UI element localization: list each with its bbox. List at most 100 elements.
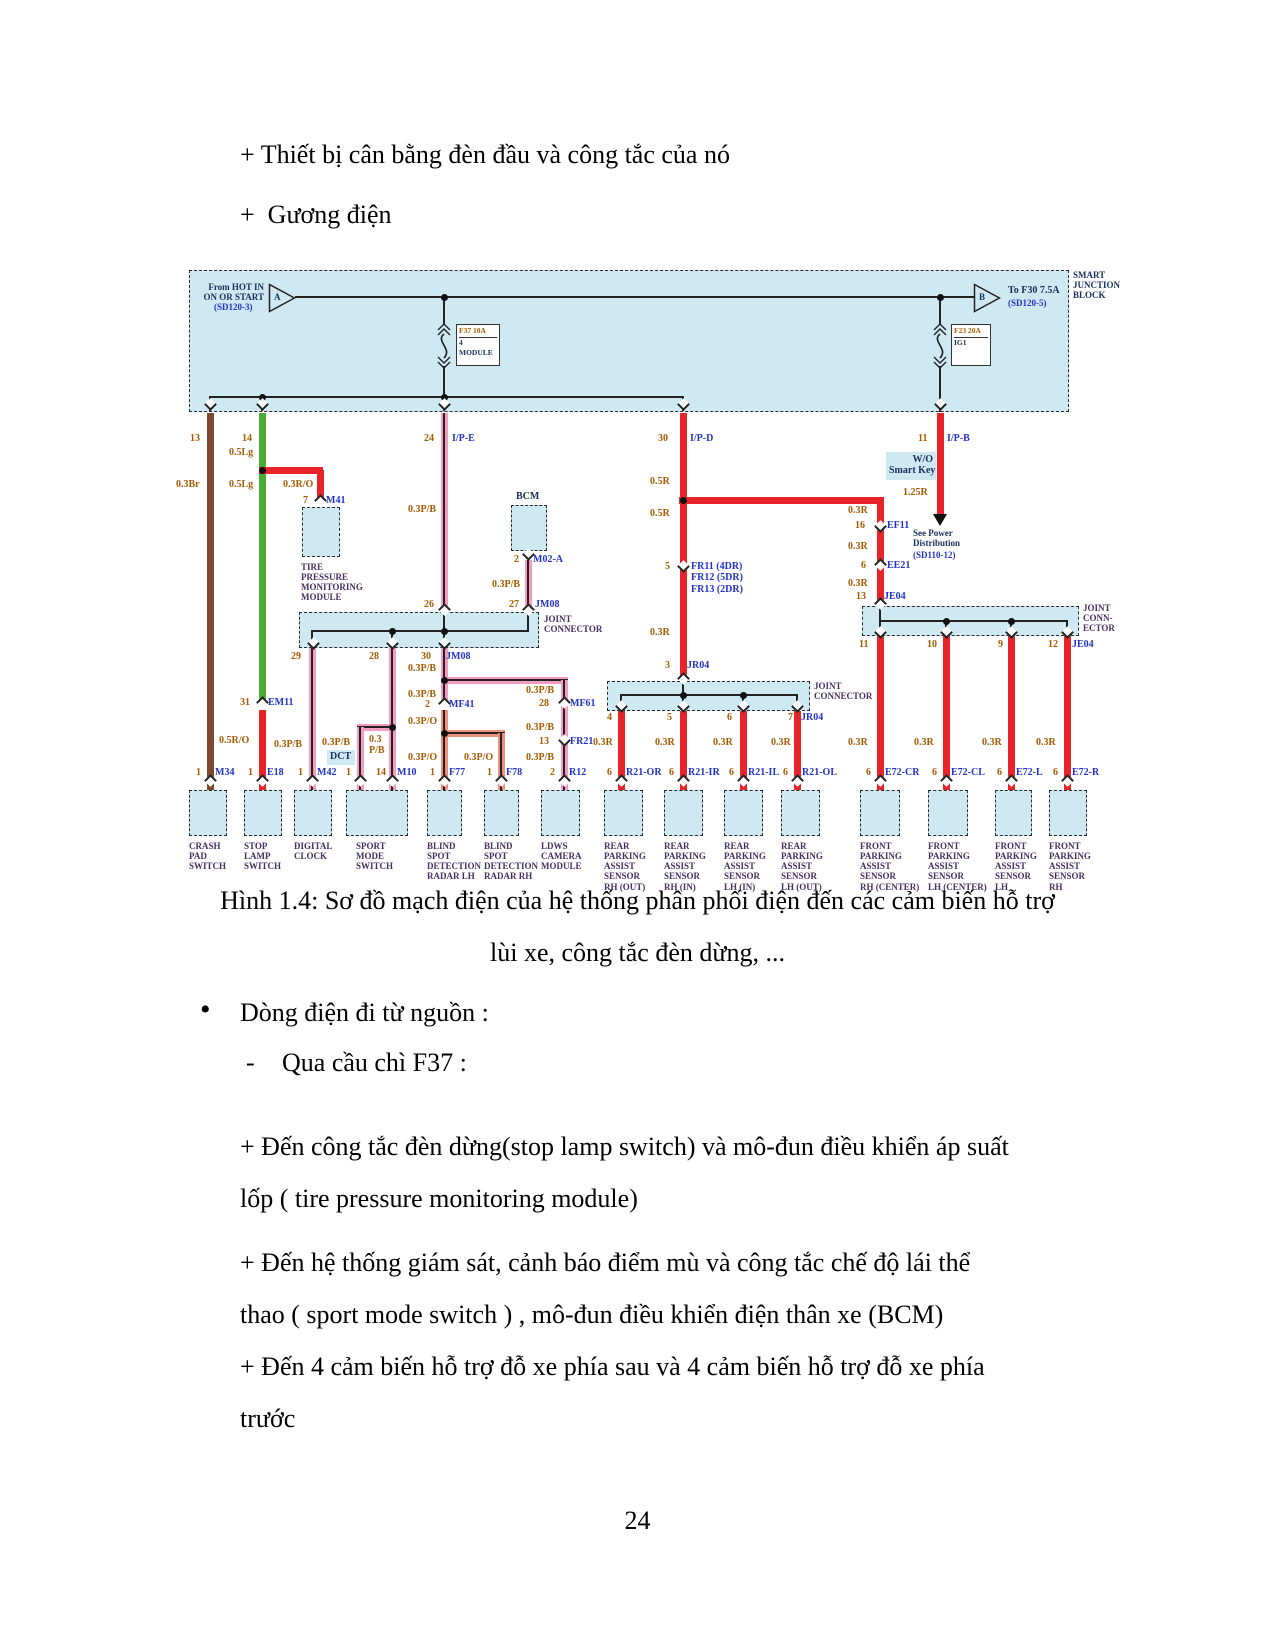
- junction-dot: [388, 723, 396, 731]
- front-sensor-rh-center-box: [860, 790, 900, 836]
- power-distribution-arrow: [933, 514, 947, 526]
- body-line-1: + Thiết bị cân bằng đèn đầu và công tắc …: [240, 140, 730, 169]
- connector-e72-r: E72-R: [1072, 767, 1100, 778]
- body-line-2: + Gương điện: [240, 200, 392, 229]
- junction-dot: [440, 676, 448, 684]
- bullet-line: Dòng điện đi từ nguồn :: [240, 998, 489, 1027]
- pin-number: 9: [998, 639, 1003, 650]
- front-sensor-lh-box: [995, 790, 1032, 836]
- connector-fr11: FR11 (4DR) FR12 (5DR) FR13 (2DR): [691, 561, 743, 595]
- connector-e72-cl: E72-CL: [951, 767, 985, 778]
- pin-number: 29: [291, 651, 301, 662]
- bus-line: [939, 366, 941, 412]
- pin-number: 16: [855, 520, 865, 531]
- wire-e72-l: [1007, 636, 1015, 790]
- crash-pad-switch-label: CRASH PAD SWITCH: [189, 841, 227, 872]
- connector-e18: E18: [267, 767, 284, 778]
- connector-ef11: EF11: [887, 520, 910, 531]
- bus-line: [939, 298, 941, 324]
- connector-r21-or: R21-OR: [626, 767, 662, 778]
- dct-label: DCT: [330, 751, 352, 762]
- bus-line: [620, 694, 798, 696]
- wire-sport-branch: [357, 723, 395, 731]
- bsd-radar-lh-label: BLIND SPOT DETECTION RADAR LH: [427, 841, 482, 882]
- source-b-label: To F30 7.5A: [1008, 285, 1060, 296]
- front-sensor-lh-center-box: [928, 790, 968, 836]
- paragraph-3-line-1: + Đến 4 cảm biến hỗ trợ đỗ xe phía sau v…: [240, 1352, 985, 1381]
- pin-number: 14: [376, 767, 386, 778]
- rear-sensor-lh-out-label: REAR PARKING ASSIST SENSOR LH (OUT): [781, 841, 823, 892]
- connector-f78: F78: [506, 767, 523, 778]
- bsd-radar-rh-box: [484, 790, 519, 836]
- junction-dot: [936, 293, 944, 301]
- pin-number: 1: [346, 767, 351, 778]
- bus-line: [295, 296, 975, 298]
- pin-number: 26: [424, 599, 434, 610]
- bsd-radar-lh-box: [427, 790, 462, 836]
- connector-jr04-top: JR04: [687, 660, 710, 671]
- wire-gauge-label: 0.3P/B: [408, 689, 437, 700]
- junction-dot: [440, 729, 448, 737]
- wire-gauge-label: 0.3P/B: [322, 737, 351, 748]
- paragraph-2-line-2: thao ( sport mode switch ) , mô-đun điều…: [240, 1300, 944, 1329]
- wire-gauge-label: 0.3P/B: [408, 504, 437, 515]
- bus-line: [312, 630, 529, 632]
- front-sensor-lh-label: FRONT PARKING ASSIST SENSOR LH: [995, 841, 1037, 892]
- wo-smart-key-label: W/O Smart Key: [889, 454, 936, 477]
- rear-sensor-rh-in-label: REAR PARKING ASSIST SENSOR RH (IN): [664, 841, 706, 892]
- pin-number: 6: [727, 712, 732, 723]
- wire-gauge-label: 0.3P/B: [408, 663, 437, 674]
- bus-line: [443, 298, 445, 324]
- wire-gauge-label: 0.3P/B: [274, 739, 303, 750]
- wire-sport-14: [388, 648, 396, 790]
- wire-bsd-branch: [441, 729, 505, 737]
- pin-number: 27: [509, 599, 519, 610]
- pin-number: 6: [861, 560, 866, 571]
- wire-gauge-label: 0.3P/O: [408, 752, 438, 763]
- pin-number: 2: [514, 554, 519, 565]
- wire-r21-ol: [793, 711, 801, 790]
- wire-tpms: [316, 470, 324, 504]
- wire-gauge-label: 0.3R: [650, 627, 670, 638]
- rear-sensor-rh-out-box: [604, 790, 643, 836]
- bus-line: [682, 682, 684, 695]
- wire-gauge-label: 0.5Lg: [229, 447, 254, 458]
- pin-30: 30: [658, 433, 668, 444]
- connector-e72-cr: E72-CR: [885, 767, 920, 778]
- wo-smart-key-highlight: [886, 452, 936, 480]
- connector-jr04-bottom: JR04: [801, 712, 824, 723]
- figure-caption-line-1: Hình 1.4: Sơ đồ mạch điện của hệ thống p…: [220, 886, 1055, 915]
- pin-number: 6: [729, 767, 734, 778]
- wire-gauge-label: 0.5R/O: [219, 735, 250, 746]
- connector-mf41: MF41: [449, 699, 475, 710]
- source-arrow-a: A: [268, 283, 297, 313]
- wire-gauge-label: 0.3P/B: [526, 685, 555, 696]
- wire-r21-or: [617, 711, 625, 790]
- connector-ee21: EE21: [887, 560, 911, 571]
- rear-sensor-rh-in-box: [664, 790, 703, 836]
- wire-ipb: [936, 413, 944, 515]
- dash-line: Qua cầu chì F37 :: [282, 1048, 467, 1077]
- connector-ipb: I/P-B: [947, 433, 970, 444]
- connector-r12: R12: [569, 767, 587, 778]
- bus-line: [527, 613, 529, 631]
- wire-gauge-label: 0.3R: [771, 737, 791, 748]
- connector-r21-ol: R21-OL: [802, 767, 837, 778]
- wire-gauge-label: 0.3R: [848, 578, 868, 589]
- wire-gauge-label: 0.3P/O: [464, 752, 494, 763]
- connector-r21-il: R21-IL: [748, 767, 780, 778]
- wire-gauge-label: 0.3R: [1036, 737, 1056, 748]
- bcm-label: BCM: [516, 491, 540, 502]
- connector-je04-bottom: JE04: [1072, 639, 1094, 650]
- junction-dot: [388, 627, 396, 635]
- rear-sensor-lh-in-box: [724, 790, 763, 836]
- sport-mode-switch-label: SPORT MODE SWITCH: [356, 841, 394, 872]
- source-arrow-b: B: [973, 283, 1002, 313]
- smart-junction-block-box: [189, 270, 1069, 412]
- rear-sensor-lh-in-label: REAR PARKING ASSIST SENSOR LH (IN): [724, 841, 766, 892]
- pin-11: 11: [918, 433, 928, 444]
- wire-bcm: [524, 560, 532, 613]
- figure-caption-line-2: lùi xe, công tắc đèn dừng, ...: [490, 938, 785, 967]
